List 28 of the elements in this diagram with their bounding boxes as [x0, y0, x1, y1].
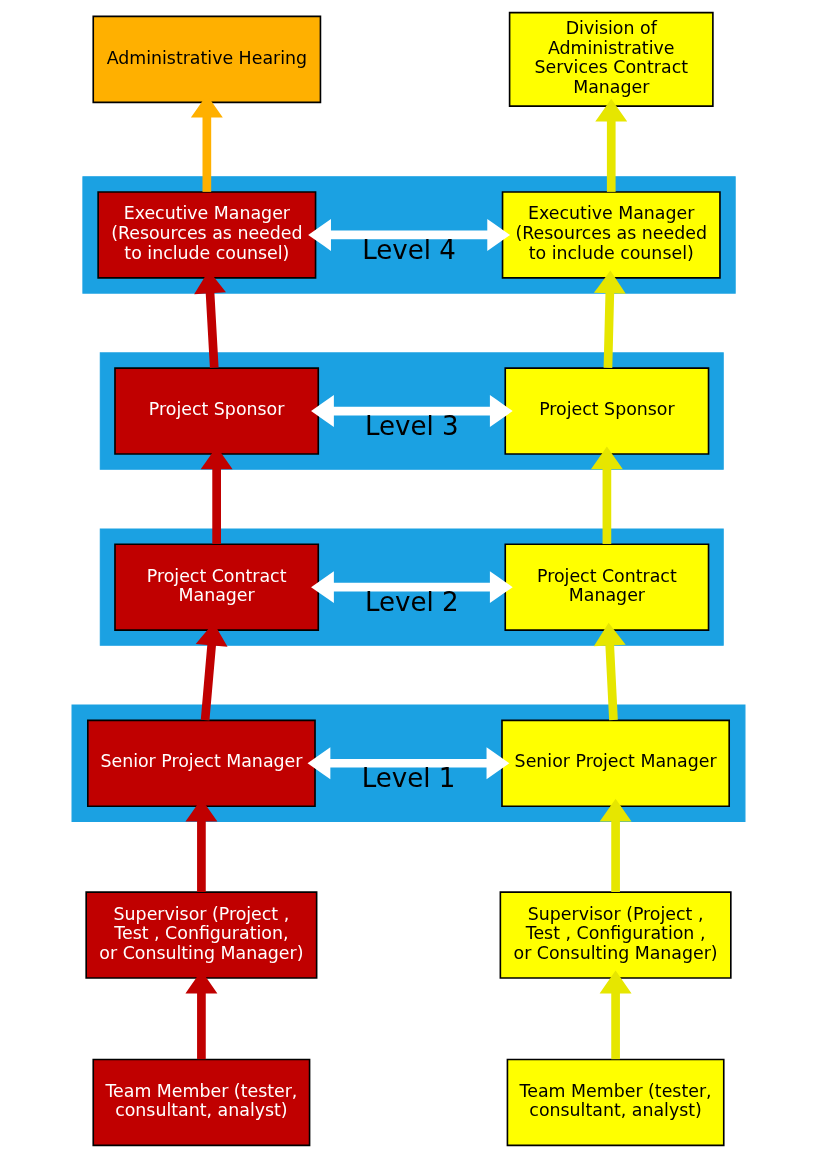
node-box: Senior Project Manager — [501, 719, 730, 807]
arrow — [599, 798, 632, 892]
edge-label: Level 4 — [362, 235, 456, 266]
node-box: Project Contract Manager — [114, 543, 320, 631]
node-box: Division of Administrative Services Contract Manager — [508, 11, 714, 107]
edge-label: Level 3 — [364, 411, 459, 442]
arrow — [590, 446, 623, 544]
node-box: Executive Manager (Resources as needed to include counsel) — [97, 191, 317, 279]
node-box: Supervisor (Project , Test , Configuration , or Consulting Manager) — [499, 891, 732, 979]
node-box: Project Sponsor — [114, 367, 320, 455]
arrow — [599, 970, 632, 1060]
node-box: Senior Project Manager — [87, 719, 316, 807]
node-box: Team Member (tester, consultant, analyst) — [506, 1058, 725, 1147]
node-box: Project Sponsor — [504, 367, 710, 455]
node-box: Project Contract Manager — [504, 543, 710, 631]
node-box: Executive Manager (Resources as needed to include counsel) — [501, 191, 721, 279]
arrow — [593, 270, 626, 368]
arrow — [595, 98, 628, 192]
arrow — [311, 395, 513, 427]
arrow — [308, 218, 511, 251]
arrow — [307, 747, 510, 780]
arrow — [593, 622, 626, 721]
edge-label: Level 2 — [364, 587, 459, 618]
node-box: Supervisor (Project , Test , Configuration, or Consulting Manager) — [85, 891, 318, 979]
edge-label: Level 1 — [361, 763, 456, 794]
node-box: Team Member (tester, consultant, analyst) — [92, 1058, 311, 1147]
node-box: Administrative Hearing — [92, 15, 322, 104]
arrow — [311, 571, 513, 604]
